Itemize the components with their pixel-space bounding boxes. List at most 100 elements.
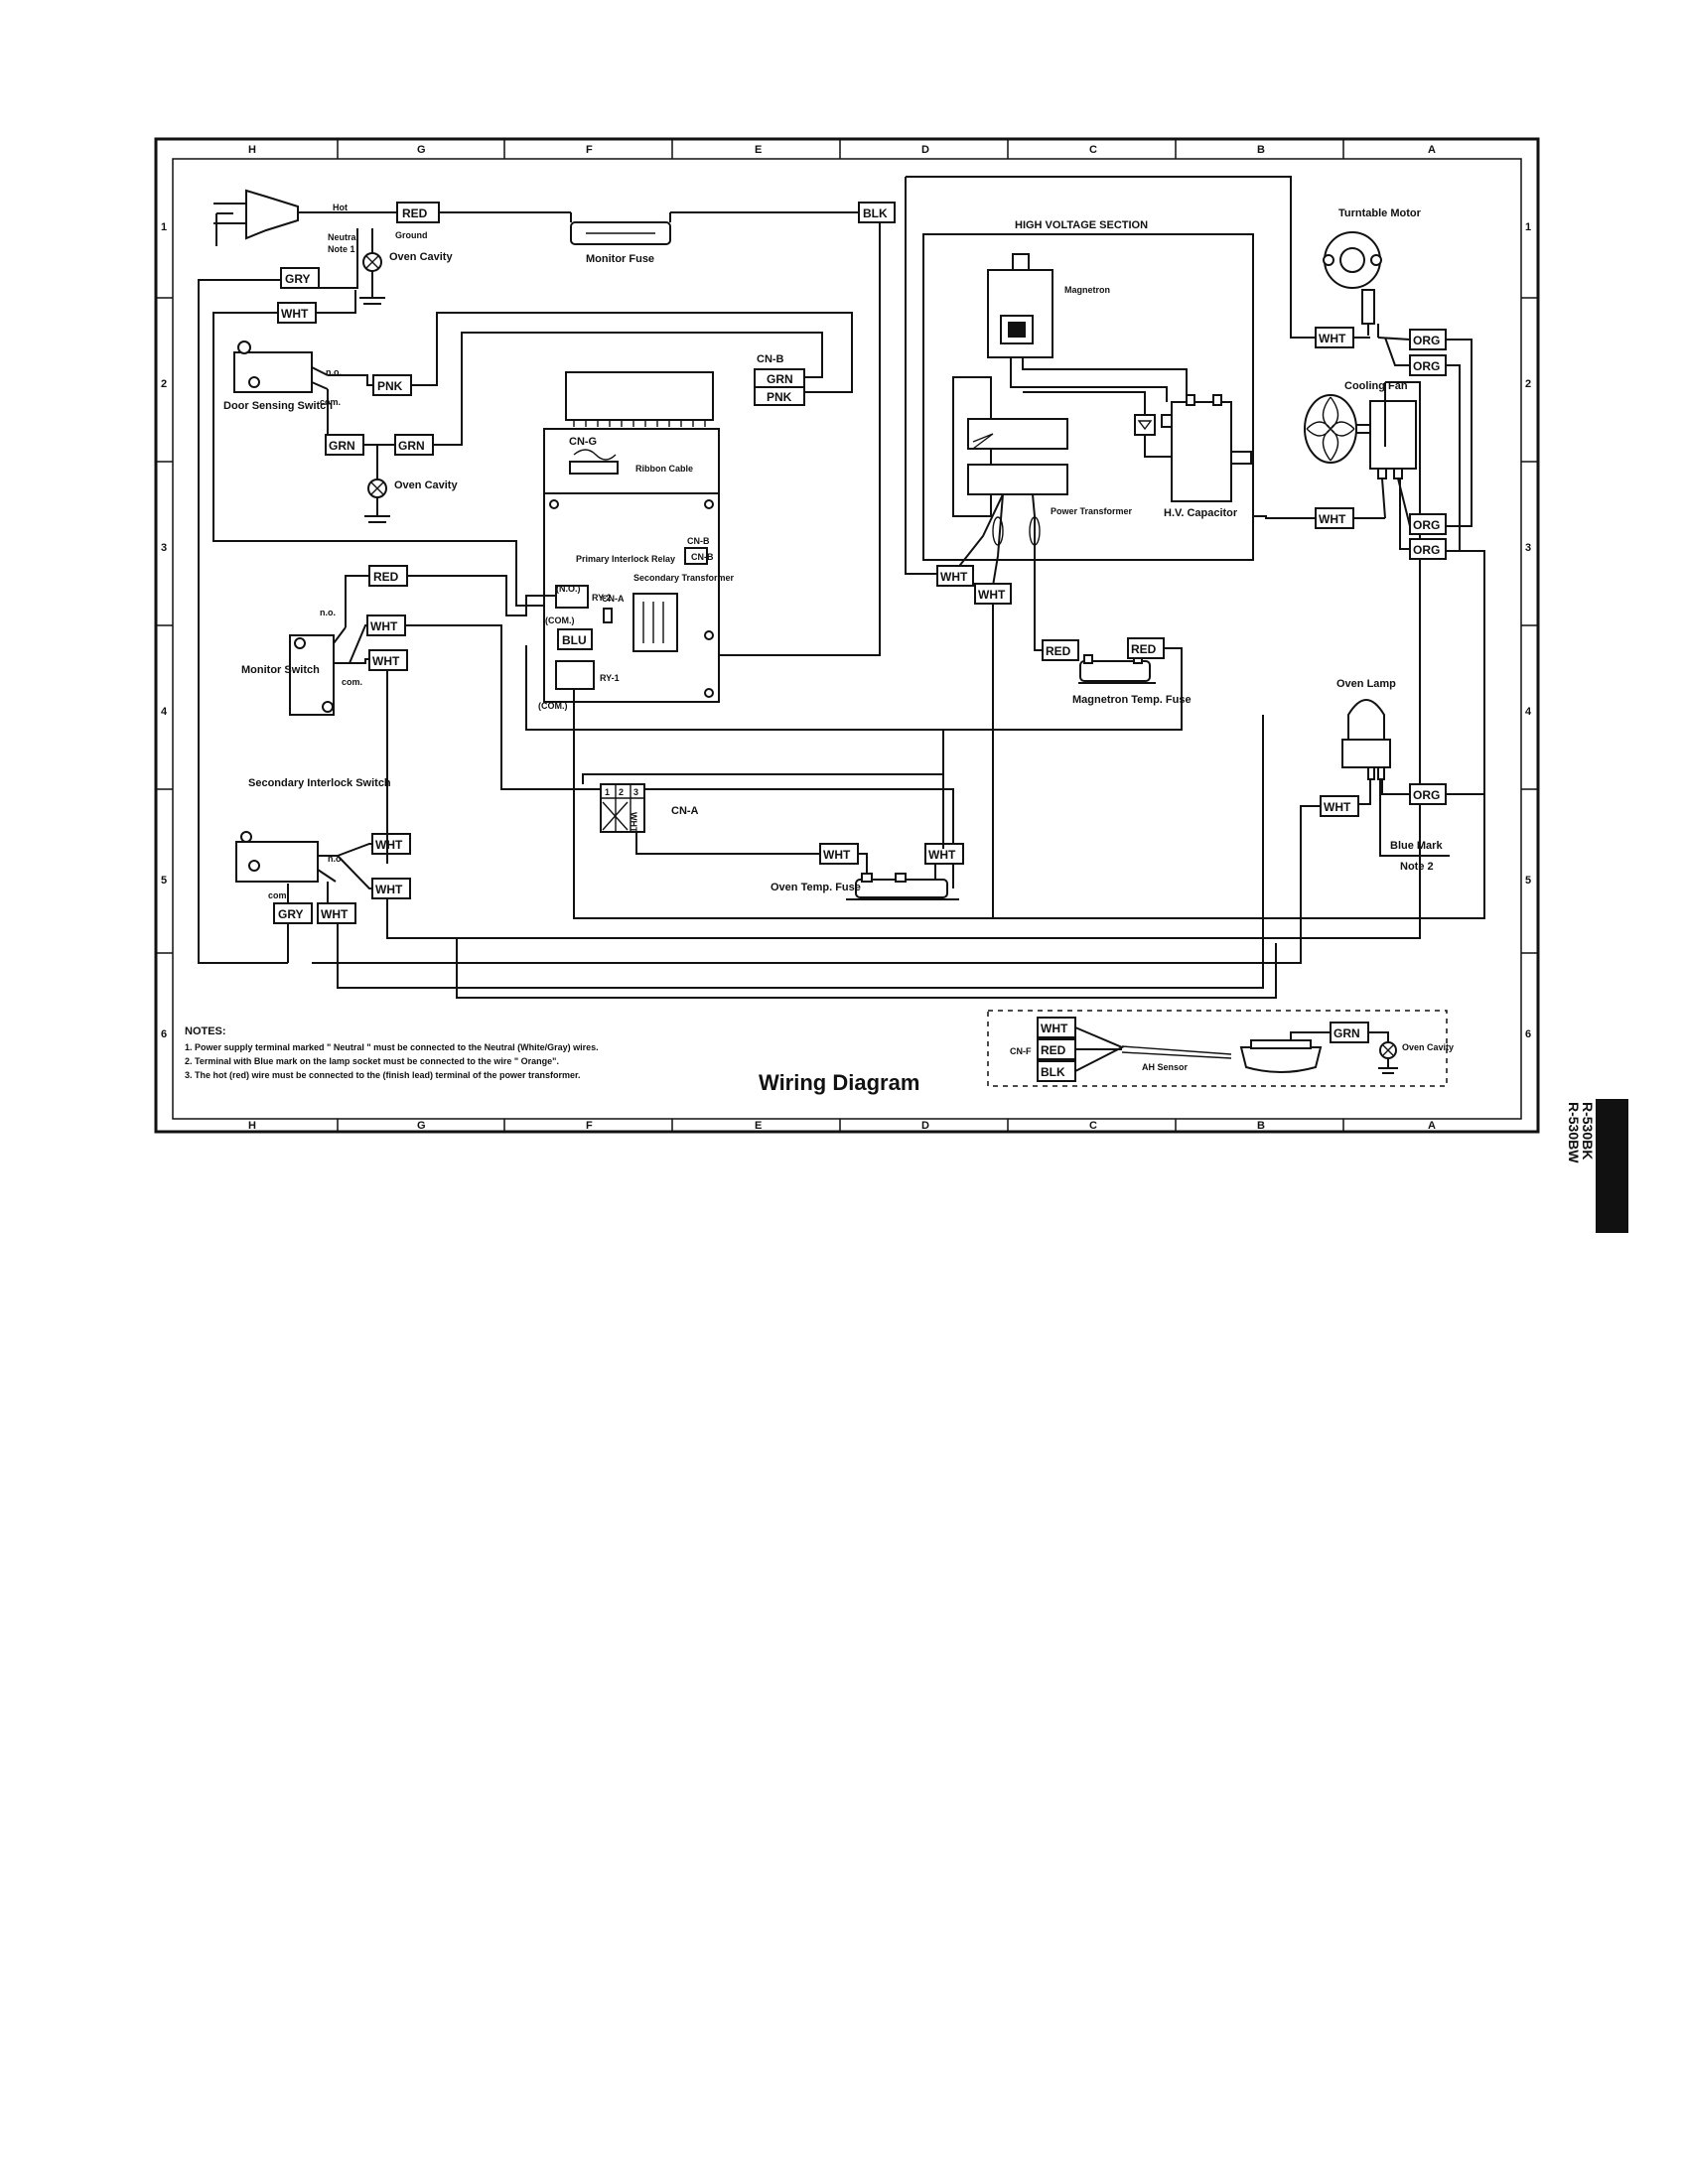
wire-tag-gry-sec (273, 902, 313, 924)
cn-a-pin-1: 1 (605, 787, 610, 797)
secondary-transformer-label: Secondary Transformer (633, 573, 735, 583)
model-numbers: R-530BK R-530BW (1566, 1102, 1596, 1162)
grid-number-right-2: 2 (1525, 378, 1531, 390)
oven-cavity-label-top: Oven Cavity (389, 251, 453, 263)
oven-cavity-lamp-mid (367, 478, 387, 498)
turntable-motor-label: Turntable Motor (1338, 207, 1422, 219)
monitor-switch (289, 626, 350, 716)
relay-ry1 (555, 660, 595, 690)
grid-number-right-1: 1 (1525, 221, 1531, 233)
wire-tag-wht-sec-1-text: WHT (375, 838, 403, 852)
note1-label: Note 1 (328, 244, 355, 254)
wire-tag-blk-top-text: BLK (863, 206, 888, 220)
cn-a-small-socket (603, 608, 613, 623)
grid-number-left-2: 2 (161, 378, 167, 390)
hot-label: Hot (333, 203, 348, 212)
note-2: 2. Terminal with Blue mark on the lamp s… (185, 1056, 559, 1066)
monitor-fuse-label: Monitor Fuse (586, 253, 654, 265)
ry1-label: RY-1 (600, 673, 620, 683)
wire-tag-org-fan-2-text: ORG (1413, 543, 1440, 557)
cn-a-pin3-color: WHT (629, 812, 638, 833)
cooling-fan (1304, 394, 1417, 479)
wire-tag-wht-hv-1-text: WHT (940, 570, 968, 584)
grid-number-left-6: 6 (161, 1028, 167, 1040)
ground-label: Ground (395, 230, 428, 240)
wire-tag-red-mtf-1-text: RED (1046, 644, 1071, 658)
wire-tag-gry-top (280, 267, 320, 289)
wire-tag-red-ah-text: RED (1041, 1043, 1066, 1057)
cn-g-label: CN-G (569, 436, 597, 448)
oven-cavity-lamp-top (362, 252, 382, 272)
hv-capacitor (1161, 394, 1252, 502)
grid-ticks (156, 139, 1538, 1132)
grid-letter-top-d: D (921, 144, 929, 156)
grid-number-right-3: 3 (1525, 542, 1531, 554)
hv-diode (1023, 391, 1172, 458)
primary-relay-label: Primary Interlock Relay (576, 554, 675, 564)
oven-cavity-label-inset: Oven Cavity (1402, 1042, 1454, 1052)
com-bracket-label-2: (COM.) (538, 701, 568, 711)
display-unit (565, 371, 714, 427)
monitor-fuse (570, 212, 671, 245)
magnetron-temp-fuse-label-1: Magnetron Temp. Fuse (1072, 694, 1192, 706)
secondary-switch-com: com. (268, 890, 289, 900)
outer-frame (154, 137, 1540, 1134)
cn-a-connector (600, 783, 645, 833)
wire-tag-blu-text: BLU (562, 633, 587, 647)
monitor-switch-com: com. (342, 677, 362, 687)
cn-a-pin-3: 3 (633, 787, 638, 797)
grid-letter-bottom-a: A (1428, 1120, 1436, 1132)
wire-tag-wht-cna-2-text: WHT (928, 848, 956, 862)
cn-a-pin-2: 2 (619, 787, 624, 797)
ribbon-connector (569, 461, 619, 475)
grid-number-right-6: 6 (1525, 1028, 1531, 1040)
grid-number-left-4: 4 (161, 706, 168, 718)
grid-letter-bottom-g: G (417, 1120, 426, 1132)
cn-f-label: CN-F (1010, 1046, 1032, 1056)
wire-tag-gry-top-text: GRY (285, 272, 311, 286)
wire-tag-wht-sec-1 (371, 833, 411, 855)
door-sensing-switch-label: Door Sensing Switch (223, 400, 333, 412)
oven-cavity-lamp-inset (1378, 1041, 1398, 1074)
wire-tag-red-mtf-2-text: RED (1131, 642, 1157, 656)
grid-number-right-4: 4 (1525, 706, 1532, 718)
wire-tag-wht-hv-2-text: WHT (978, 588, 1006, 602)
model-number-1: R-530BK (1580, 1102, 1596, 1160)
secondary-switch-no: n.o. (328, 854, 344, 864)
cooling-fan-label: Cooling Fan (1344, 380, 1408, 392)
com-bracket-label-1: (COM.) (545, 615, 575, 625)
power-transformer (952, 376, 1068, 517)
grid-number-left-1: 1 (161, 221, 167, 233)
wire-tag-wht-sec-2 (371, 878, 411, 899)
model-number-2: R-530BW (1566, 1102, 1582, 1163)
grid-letter-bottom-c: C (1089, 1120, 1097, 1132)
wire-tag-red-hot-text: RED (402, 206, 428, 220)
magnetron-temp-fuse (1078, 654, 1156, 684)
magnetron-label: Magnetron (1064, 285, 1110, 295)
note-3: 3. The hot (red) wire must be connected … (185, 1070, 581, 1080)
door-switch-com: com. (320, 397, 341, 407)
wire-tag-org-motor-2-text: ORG (1413, 359, 1440, 373)
power-plug (213, 189, 299, 246)
grid-number-right-5: 5 (1525, 875, 1531, 887)
grid-letter-bottom-d: D (921, 1120, 929, 1132)
oven-lamp-label: Oven Lamp (1336, 678, 1396, 690)
note2-label: Note 2 (1400, 861, 1434, 873)
wire-tag-gry-sec-text: GRY (278, 907, 304, 921)
wire-tag-red-mtf-1 (1042, 639, 1079, 661)
wire-tag-grn-door-2-text: GRN (398, 439, 425, 453)
wire-tag-wht-sec-2-text: WHT (375, 883, 403, 896)
secondary-transformer (632, 593, 678, 652)
oven-lamp (1341, 699, 1391, 780)
grid-number-left-3: 3 (161, 542, 167, 554)
wire-tag-wht-fan-text: WHT (1319, 512, 1346, 526)
grid-letter-bottom-f: F (586, 1120, 593, 1132)
grid-letter-top-a: A (1428, 144, 1436, 156)
wire-tag-pnk-cnb-text: PNK (767, 390, 792, 404)
wire-tag-org-fan-1 (1409, 513, 1447, 535)
ribbon-cable-label: Ribbon Cable (635, 464, 693, 474)
blue-mark-label: Blue Mark (1390, 840, 1443, 852)
cn-b-board-label: CN-B (687, 536, 710, 546)
door-sensing-switch (233, 341, 329, 393)
